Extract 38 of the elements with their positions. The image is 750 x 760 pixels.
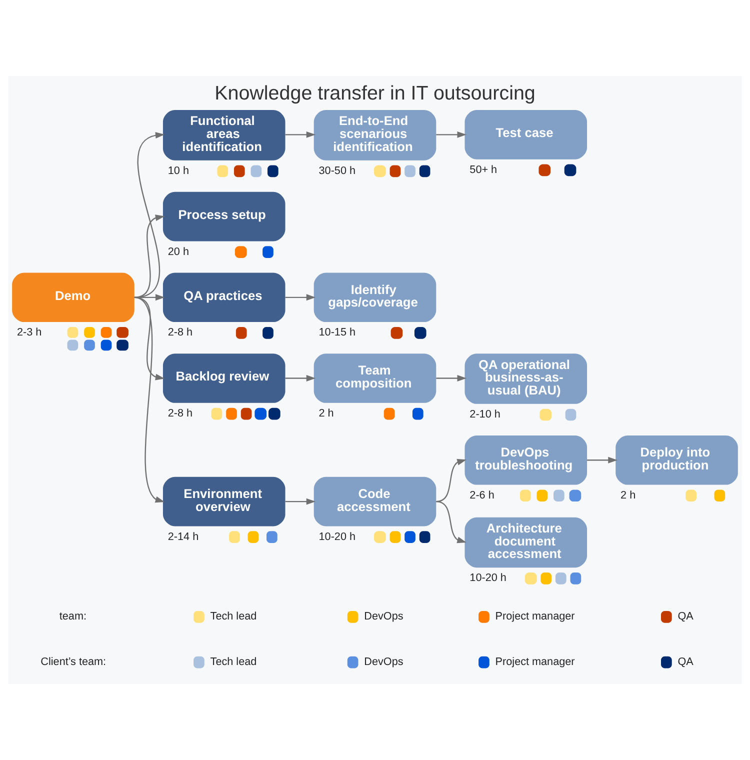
node-label: 10-20 h bbox=[470, 572, 506, 584]
node-label: 2-6 h bbox=[470, 489, 494, 502]
node-label: 2-10 h bbox=[470, 408, 500, 421]
arrow bbox=[436, 375, 467, 382]
arrow bbox=[436, 458, 466, 502]
arrow bbox=[134, 132, 165, 298]
node-label: 2-8 h bbox=[168, 326, 193, 339]
node-label: 20 h bbox=[168, 246, 189, 258]
arrow bbox=[436, 500, 466, 544]
legend-label: Tech lead bbox=[210, 656, 257, 668]
node-label: 10-20 h bbox=[318, 530, 356, 543]
arrow bbox=[285, 131, 316, 138]
legend-label: DevOps bbox=[364, 610, 404, 623]
label: team: bbox=[59, 610, 87, 623]
node-label: 10-15 h bbox=[318, 326, 356, 339]
arrow bbox=[134, 214, 165, 298]
arrow bbox=[587, 456, 618, 464]
node-label: 2 h bbox=[620, 489, 636, 502]
arrow bbox=[285, 294, 316, 301]
legend-label: Project manager bbox=[495, 610, 575, 623]
node-label: 10 h bbox=[168, 164, 189, 177]
legend-label: DevOps bbox=[364, 656, 404, 668]
arrow bbox=[285, 375, 316, 382]
node-label: 50+ h bbox=[470, 164, 498, 176]
legend-label: QA bbox=[678, 656, 694, 668]
arrow bbox=[436, 131, 467, 138]
node-label: 2-8 h bbox=[168, 408, 193, 420]
label: Client’s team: bbox=[40, 656, 106, 668]
node-label: 2-14 h bbox=[168, 530, 199, 543]
diagram-title: Knowledge transfer in IT outsourcing bbox=[214, 82, 536, 105]
node-label: 30-50 h bbox=[318, 164, 356, 177]
legend-label: Tech lead bbox=[210, 610, 257, 623]
arrow bbox=[134, 296, 165, 503]
node-label: 2-3 h bbox=[17, 326, 42, 339]
legend-label: QA bbox=[678, 610, 694, 623]
arrow bbox=[285, 498, 316, 505]
legend-label: Project manager bbox=[495, 656, 575, 668]
node-label: 2 h bbox=[318, 408, 334, 420]
